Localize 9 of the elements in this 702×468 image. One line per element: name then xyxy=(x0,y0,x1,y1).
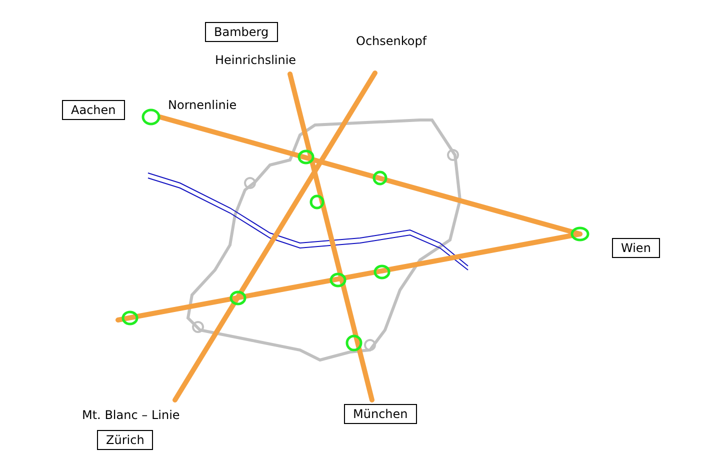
place-name-box: Wien xyxy=(612,238,660,258)
line-name: Mt. Blanc – Linie xyxy=(82,408,180,422)
place-name-box: Aachen xyxy=(62,100,125,120)
line-name: Heinrichslinie xyxy=(215,53,296,67)
place-name-box: Bamberg xyxy=(205,22,278,42)
line-name: Nornenlinie xyxy=(168,98,237,112)
place-name-box: München xyxy=(344,404,417,424)
place-name: Ochsenkopf xyxy=(356,34,427,48)
place-name-box: Zürich xyxy=(97,430,154,450)
